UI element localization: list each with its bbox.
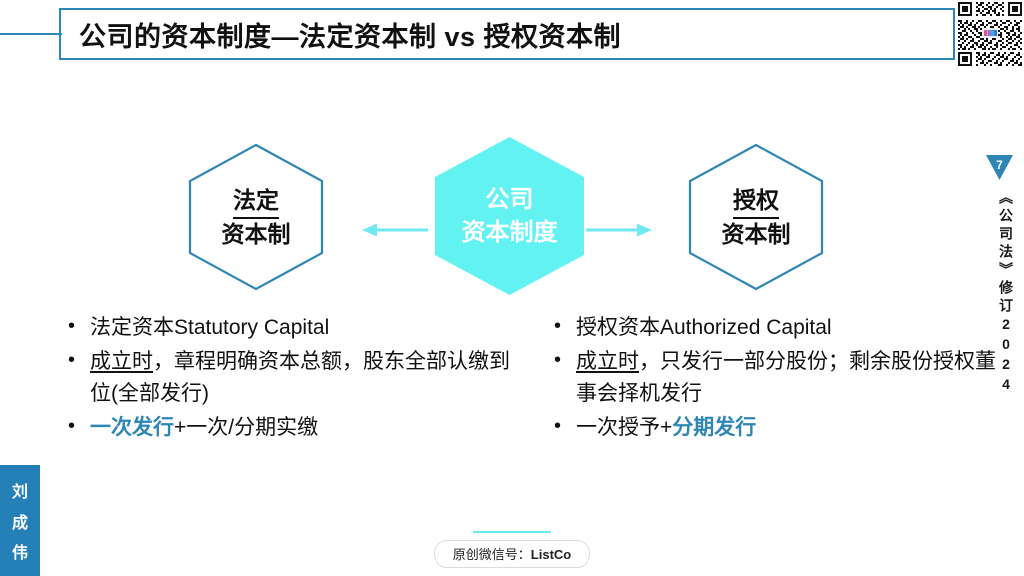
hexagon-center-line1: 公司 bbox=[485, 185, 534, 213]
bullet-text: +一次/分期实缴 bbox=[174, 415, 319, 439]
side-vertical-label: 《公司法》修订2024 bbox=[998, 190, 1014, 396]
column-statutory-capital: 法定资本Statutory Capital 成立时，章程明确资本总额，股东全部认… bbox=[62, 311, 512, 446]
bullet-text: 法定资本Statutory Capital bbox=[90, 316, 330, 339]
page-number: 7 bbox=[996, 157, 1003, 172]
hexagon-statutory-capital[interactable]: 法定 资本制 bbox=[186, 142, 326, 292]
hexagon-left-line1: 法定 bbox=[233, 185, 279, 219]
list-item: 成立时，只发行一部分股份；剩余股份授权董事会择机发行 bbox=[548, 345, 998, 410]
bullet-text-highlight: 分期发行 bbox=[672, 415, 757, 439]
hexagon-right-label: 授权 资本制 bbox=[686, 142, 826, 292]
bullet-text: ，章程明确资本总额，股东全部认缴到位(全部发行) bbox=[90, 349, 510, 405]
bullet-text-highlight: 一次发行 bbox=[90, 415, 174, 439]
arrow-to-right-icon bbox=[586, 219, 652, 241]
list-item: 成立时，章程明确资本总额，股东全部认缴到位(全部发行) bbox=[62, 345, 512, 410]
bullet-list-right: 授权资本Authorized Capital 成立时，只发行一部分股份；剩余股份… bbox=[548, 311, 998, 444]
wechat-id-label: 原创微信号： bbox=[452, 547, 531, 562]
bullet-text: 一次授予+ bbox=[576, 415, 673, 439]
bullet-list-left: 法定资本Statutory Capital 成立时，章程明确资本总额，股东全部认… bbox=[62, 311, 512, 444]
title-box: 公司的资本制度—法定资本制 vs 授权资本制 bbox=[59, 8, 955, 60]
column-authorized-capital: 授权资本Authorized Capital 成立时，只发行一部分股份；剩余股份… bbox=[548, 311, 998, 446]
list-item: 一次发行+一次/分期实缴 bbox=[62, 411, 512, 444]
hexagon-company-capital-system[interactable]: 公司 资本制度 bbox=[432, 136, 587, 296]
author-char-1: 刘 bbox=[11, 483, 28, 501]
hexagon-authorized-capital[interactable]: 授权 资本制 bbox=[686, 142, 826, 292]
wechat-id-value: ListCo bbox=[530, 547, 572, 562]
list-item: 法定资本Statutory Capital bbox=[62, 311, 512, 344]
footer-watermark: 原创微信号：ListCo bbox=[0, 531, 1024, 568]
bullet-text-underlined: 成立时 bbox=[576, 349, 639, 373]
bullet-text: 授权资本Authorized Capital bbox=[576, 316, 832, 339]
hexagon-center-label: 公司 资本制度 bbox=[432, 136, 587, 296]
hexagon-right-line2: 资本制 bbox=[721, 220, 791, 247]
hexagon-right-line1: 授权 bbox=[733, 185, 779, 219]
qr-code-icon[interactable] bbox=[956, 0, 1024, 68]
footer-divider bbox=[473, 531, 551, 533]
list-item: 一次授予+分期发行 bbox=[548, 411, 998, 444]
bullet-text: ，只发行一部分股份；剩余股份授权董事会择机发行 bbox=[576, 349, 996, 405]
author-char-3: 伟 bbox=[11, 545, 28, 563]
hexagon-left-line2: 资本制 bbox=[221, 220, 291, 247]
capital-system-diagram: 法定 资本制 公司 资本制度 授权 资本制 bbox=[0, 137, 1024, 295]
wechat-id-pill: 原创微信号：ListCo bbox=[433, 540, 591, 568]
page-number-badge: 7 bbox=[986, 155, 1013, 181]
bullet-text-underlined: 成立时 bbox=[90, 349, 153, 373]
author-char-2: 成 bbox=[11, 514, 28, 532]
page-title: 公司的资本制度—法定资本制 vs 授权资本制 bbox=[79, 21, 622, 52]
hexagon-center-line2: 资本制度 bbox=[461, 219, 558, 246]
title-leader-line bbox=[0, 33, 62, 35]
hexagon-left-label: 法定 资本制 bbox=[186, 142, 326, 292]
author-name-tag: 刘 成 伟 bbox=[0, 465, 40, 576]
list-item: 授权资本Authorized Capital bbox=[548, 311, 998, 344]
arrow-to-left-icon bbox=[362, 219, 428, 241]
